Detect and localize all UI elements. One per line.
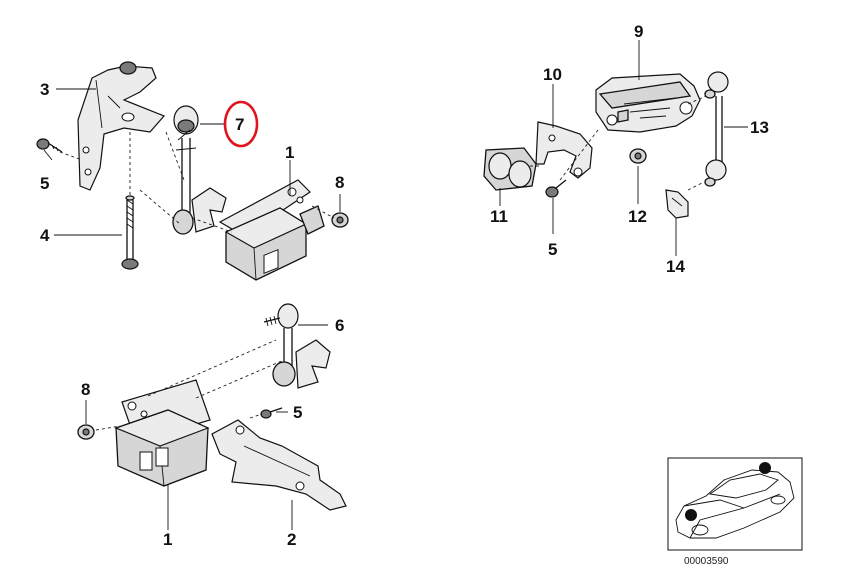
bolt-part-5-bottom (260, 407, 283, 419)
label-part-6: 6 (335, 316, 344, 335)
link-rod-part-7 (172, 105, 227, 235)
bracket-part-2 (211, 419, 347, 511)
bolt-part-5-left (36, 138, 63, 153)
assembly-lower-left (77, 303, 347, 511)
label-part-13: 13 (750, 118, 769, 137)
assembly-upper-left (36, 61, 349, 281)
bolt-part-5-right (545, 179, 567, 198)
label-part-1-bottom: 1 (163, 530, 172, 549)
sensor-part-9 (595, 73, 701, 133)
link-rod-part-6 (263, 303, 331, 389)
label-part-5-left: 5 (40, 174, 49, 193)
link-rod-part-13 (704, 71, 729, 187)
front-sensor-location-marker (685, 509, 697, 521)
leader-lines (43, 40, 748, 530)
car-outline-icon (675, 469, 795, 539)
level-sensor-part-1-bottom (114, 379, 211, 487)
assembly-right (483, 71, 729, 219)
rear-sensor-location-marker (759, 462, 771, 474)
label-part-12: 12 (628, 207, 647, 226)
label-part-2: 2 (287, 530, 296, 549)
clip-part-14 (665, 189, 689, 219)
label-part-9: 9 (634, 22, 643, 41)
label-part-5-bottom: 5 (293, 403, 302, 422)
bushing-part-11 (483, 147, 537, 191)
label-part-3: 3 (40, 80, 49, 99)
label-part-14: 14 (666, 257, 685, 276)
label-part-8-bottom: 8 (81, 380, 90, 399)
reference-code: 00003590 (684, 556, 729, 567)
nut-part-8-top (331, 212, 349, 228)
label-part-7: 7 (235, 115, 244, 134)
label-part-5-right: 5 (548, 240, 557, 259)
nut-part-12 (629, 148, 647, 164)
label-part-1-top: 1 (285, 143, 294, 162)
label-part-10: 10 (543, 65, 562, 84)
bracket-part-10 (535, 121, 593, 179)
part-labels: 3 5 4 7 1 8 6 8 5 1 2 9 10 13 11 12 5 14 (40, 22, 769, 549)
nut-part-8-bottom (77, 424, 95, 440)
vehicle-location-inset (667, 457, 803, 551)
level-sensor-part-1-top (218, 179, 325, 281)
label-part-8-top: 8 (335, 173, 344, 192)
bracket-part-3 (77, 61, 166, 191)
label-part-4: 4 (40, 226, 50, 245)
long-bolt-part-4 (121, 195, 139, 270)
highlight-circle-part-7 (223, 100, 259, 148)
label-part-11: 11 (490, 207, 508, 226)
